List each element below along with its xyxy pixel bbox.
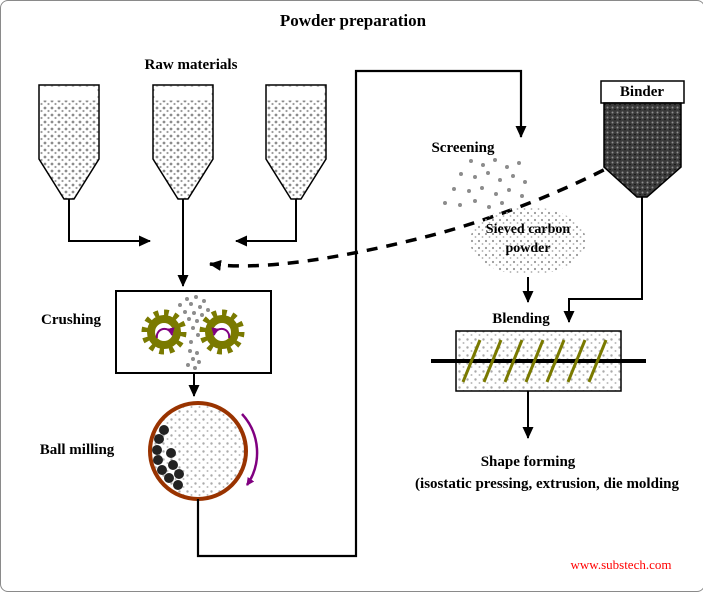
shape-forming-label-line1: Shape forming [480,454,576,470]
raw-material-hopper-1 [38,84,100,200]
screening-label: Screening [431,140,495,156]
blending-unit [431,330,646,392]
blender-screw-flights [461,339,608,383]
binder-feed-arrow [563,197,643,323]
screening-particles [443,158,527,209]
crusher-gear-left [141,309,187,355]
diagram-title: Powder preparation [279,11,427,30]
ball-mill [148,401,259,501]
raw-materials-label: Raw materials [144,57,238,73]
binder-hopper [563,80,685,323]
crusher-gear-right [199,309,245,355]
milling-balls [152,425,184,490]
binder-label: Binder [619,84,665,100]
shape-forming-label-line2: (isostatic pressing, extrusion, die mold… [415,476,679,492]
recycle-dashed-arrow [209,149,640,271]
sieved-carbon-label-line2: powder [505,241,551,256]
blending-label: Blending [492,311,550,327]
watermark-url: www.substech.com [570,557,672,572]
crushing-label: Crushing [40,312,102,328]
hopper-feed-arrows [68,199,297,287]
sieved-powder-cloud [470,207,586,275]
ball-milling-label: Ball milling [39,442,115,458]
crusher-feed-particles [178,295,210,370]
mill-rotation-arrow [241,413,259,486]
mill-to-screening-line [196,69,527,558]
raw-material-hopper-3 [265,84,327,200]
sieved-carbon-label-line1: Sieved carbon [485,222,571,237]
raw-material-hoppers [38,84,327,200]
crusher [115,290,272,374]
raw-material-hopper-2 [152,84,214,200]
